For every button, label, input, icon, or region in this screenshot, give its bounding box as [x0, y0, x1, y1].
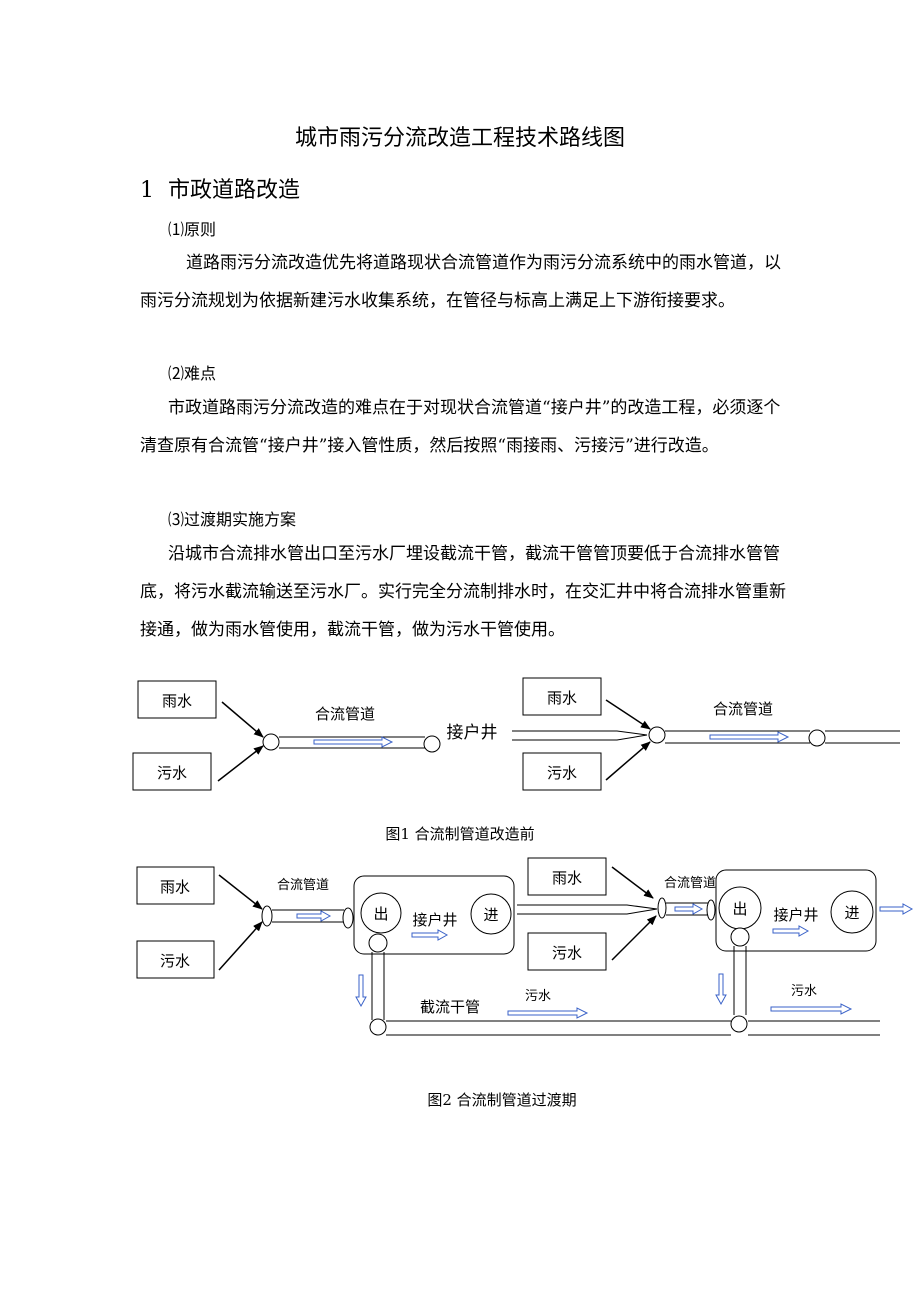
fig1-sewage-box: [132, 752, 212, 791]
fig1-rain-box: [137, 680, 217, 719]
fig2-well-right: [715, 869, 877, 952]
figure1-caption: 图1 合流制管道改造前: [385, 825, 534, 843]
fig2-trunk-label: 截流干管: [420, 998, 480, 1016]
fig2-trunk-node-left: [369, 1018, 387, 1036]
fig2-rain-label-right: 雨水: [552, 869, 582, 887]
fig2-sewage-box: [136, 940, 215, 979]
fig1-rain-label: 雨水: [162, 692, 192, 710]
fig2-down-arrow-right: [715, 973, 727, 1006]
fig2-down-arrow-left: [355, 974, 367, 1008]
fig2-out-label-left: 出: [373, 905, 388, 923]
fig2-junction-arrow: [517, 904, 658, 915]
section-number: 1: [140, 178, 154, 203]
fig2-pipe-label-right: 合流管道: [664, 876, 716, 891]
fig1-rain-arrow-right: [605, 699, 651, 730]
fig1-rain-box-right: [522, 677, 602, 716]
fig1-rain-label-right: 雨水: [547, 689, 577, 707]
fig2-rain-box-right: [527, 857, 607, 896]
fig2-rain-arrow: [218, 874, 263, 910]
fig2-rain-label: 雨水: [160, 878, 190, 896]
fig2-drop-node-left: [368, 933, 388, 953]
subsection-label-3: ⑶过渡期实施方案: [168, 510, 297, 529]
fig2-sewage-arrow: [218, 921, 263, 971]
fig2-sewage-flow-label-2: 污水: [791, 984, 817, 999]
fig2-sewage-label: 污水: [160, 952, 190, 970]
fig2-trunk-arrow-2: [770, 1003, 853, 1015]
fig2-sewage-arrow-right: [611, 915, 657, 961]
paragraph-transition: 沿城市合流排水管出口至污水厂埋设截流干管，截流干管管顶要低于合流排水管管底，将污…: [140, 544, 786, 640]
fig2-out-label-right: 出: [732, 900, 747, 918]
fig1-sewage-label-right: 污水: [547, 764, 577, 782]
fig2-flow-arrow-1: [296, 910, 332, 922]
fig1-sewage-arrow: [217, 745, 264, 782]
section-heading: 1 市政道路改造: [140, 172, 300, 204]
fig1-flow-arrow: [313, 736, 394, 748]
paragraph-difficulty: 市政道路雨污分流改造的难点在于对现状合流管道“接户井”的改造工程，必须逐个清查原…: [140, 398, 781, 456]
fig2-node-4: [706, 899, 716, 921]
fig2-well-arrow-left: [411, 929, 449, 941]
fig1-rain-arrow: [221, 701, 264, 738]
section-title: 市政道路改造: [168, 178, 301, 203]
fig2-node-2: [342, 907, 354, 929]
fig2-out-circle-left: [360, 892, 402, 934]
fig2-in-circle-left: [470, 893, 512, 935]
fig2-trunk-arrow-1: [507, 1007, 589, 1019]
fig1-junction-label: 接户井: [447, 723, 498, 743]
fig1-pipe-label: 合流管道: [315, 705, 375, 723]
fig2-well-left: [353, 875, 515, 955]
fig2-sewage-flow-label-1: 污水: [525, 989, 551, 1004]
subsection-label-1: ⑴原则: [168, 220, 217, 239]
fig1-node-4: [808, 729, 826, 747]
fig2-rain-box: [136, 866, 215, 905]
fig1-sewage-box-right: [522, 752, 602, 791]
fig2-rain-arrow-right: [611, 866, 654, 899]
fig2-trunk-node-right: [730, 1015, 748, 1033]
fig1-node-3: [648, 726, 666, 744]
fig2-flow-arrow-3: [674, 903, 704, 915]
figure2-caption: 图2 合流制管道过渡期: [427, 1091, 576, 1109]
fig2-well-label-right: 接户井: [773, 906, 818, 924]
subsection-label-2: ⑵难点: [168, 364, 217, 383]
fig2-in-label-left: 进: [483, 906, 498, 924]
fig2-node-3: [657, 897, 667, 919]
fig1-pipe-label-right: 合流管道: [713, 700, 773, 718]
fig2-drop-node-right: [730, 927, 750, 947]
figure2-diagram: 雨水 污水 合流管道 出 进 接户井 截流干管 污水: [136, 857, 914, 1036]
fig1-sewage-label: 污水: [157, 764, 187, 782]
document-title: 城市雨污分流改造工程技术路线图: [294, 126, 625, 151]
fig2-pipe-label: 合流管道: [277, 878, 329, 893]
figure1-diagram: 雨水 污水 合流管道 接户井 雨水 污水 合流管道: [132, 677, 900, 791]
fig1-node-2: [423, 735, 441, 753]
paragraph-principle: 道路雨污分流改造优先将道路现状合流管道作为雨污分流系统中的雨水管道，以雨污分流规…: [140, 253, 781, 311]
fig2-in-label-right: 进: [844, 904, 859, 922]
fig1-junction-arrow: [512, 730, 648, 741]
fig2-well-arrow-right: [772, 925, 810, 937]
fig2-sewage-label-right: 污水: [552, 944, 582, 962]
fig2-in-circle-right: [830, 890, 874, 934]
fig1-flow-arrow-right: [709, 731, 790, 743]
fig2-sewage-box-right: [527, 932, 607, 971]
fig2-outflow-arrow: [879, 903, 914, 915]
fig1-sewage-arrow-right: [605, 741, 651, 781]
fig1-node-1: [262, 733, 280, 751]
fig2-well-label-left: 接户井: [412, 911, 457, 929]
fig2-node-1: [261, 905, 273, 927]
